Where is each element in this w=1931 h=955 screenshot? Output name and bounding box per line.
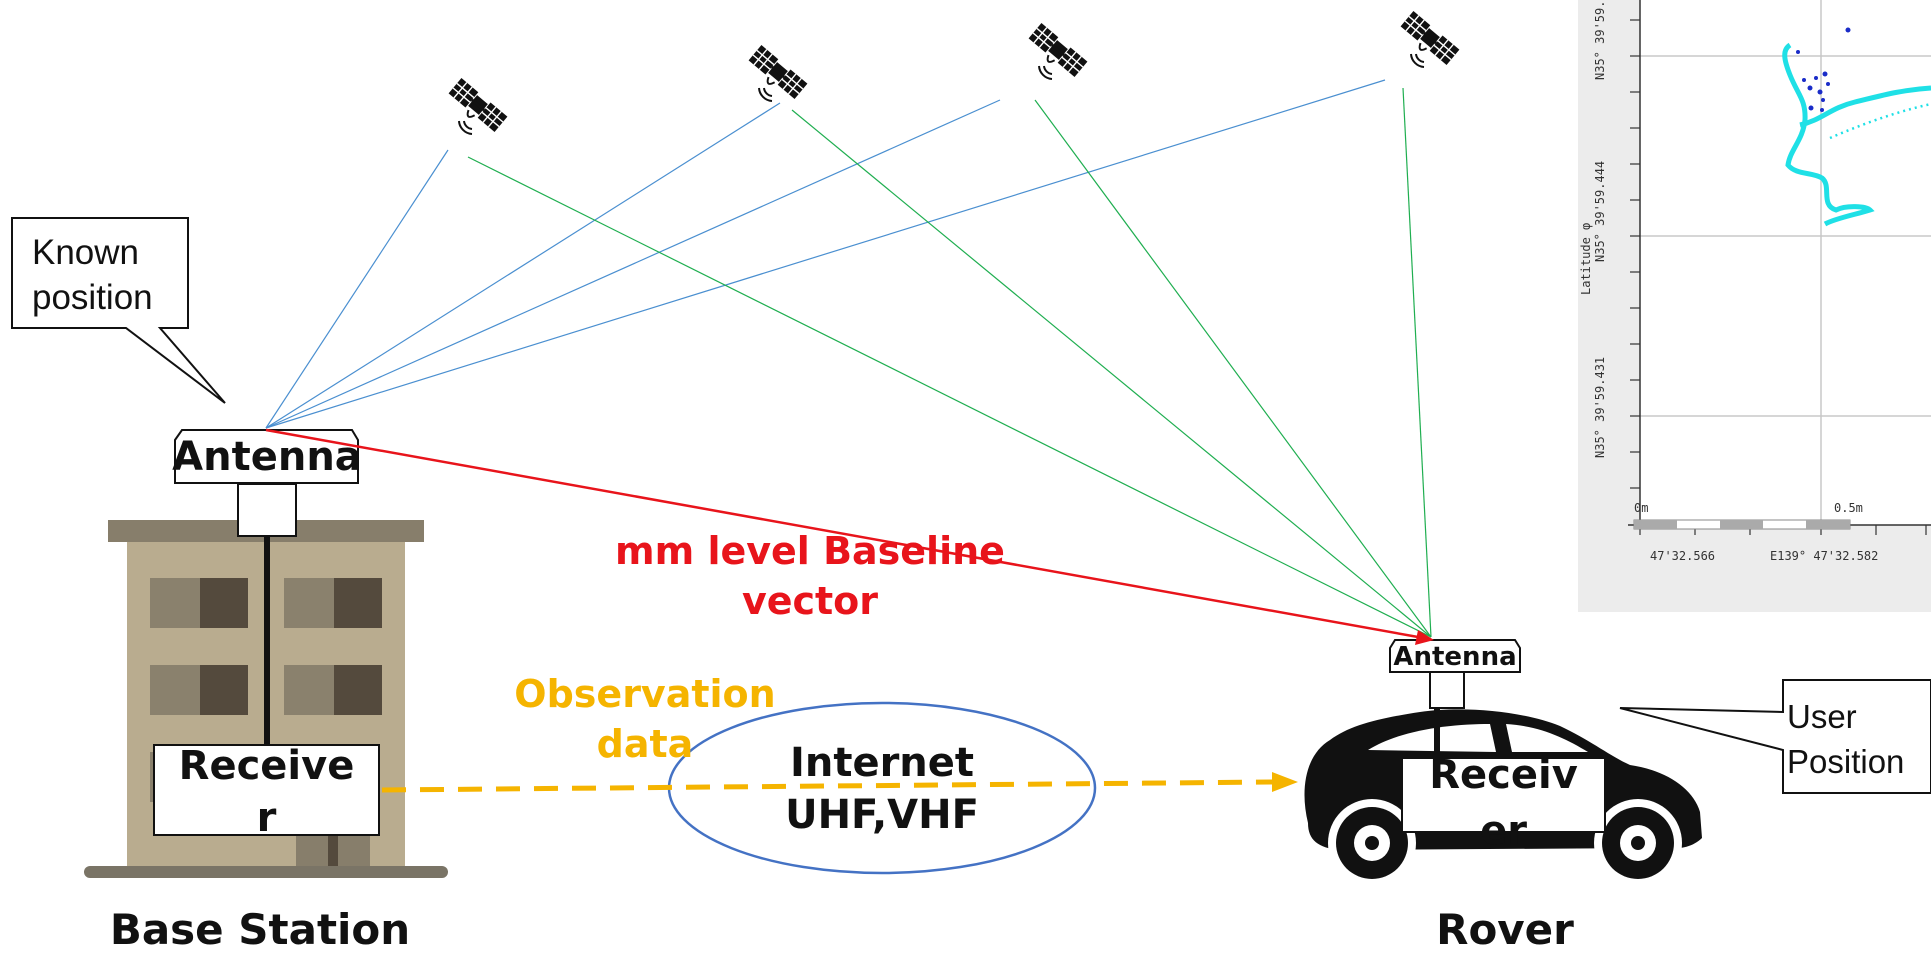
satellite-icon-2 — [743, 43, 809, 105]
baseline-vector-label: mm level Baseline vector — [615, 529, 1005, 623]
link-label: Internet UHF,VHF — [785, 740, 979, 838]
base-station-caption: Base Station — [109, 905, 411, 954]
satellite-icon-3 — [1023, 21, 1089, 83]
lat-tick-3: N35° 39'59.431 — [1593, 357, 1607, 458]
lat-axis-label: Latitude φ — [1579, 223, 1593, 295]
known-position-callout — [11, 217, 226, 404]
rover-receiver-label: Receiv er — [1429, 752, 1578, 854]
scale-bar: 0m 0.5m — [1633, 501, 1863, 530]
known-position-label: Known position — [32, 233, 153, 317]
lat-tick-1: N35° 39'59.458 — [1593, 0, 1607, 80]
rover-antenna-box — [1389, 639, 1521, 673]
svg-text:0m: 0m — [1634, 501, 1648, 515]
observation-data-label: Observation data — [514, 672, 776, 766]
rover-antenna-label: Antenna — [1393, 642, 1517, 672]
base-receiver-label: Receive r — [178, 743, 355, 841]
rover-caption: Rover — [1436, 905, 1574, 954]
baseline-vector-arrow — [265, 428, 1419, 639]
base-antenna-box — [174, 429, 359, 484]
svg-text:0.5m: 0.5m — [1834, 501, 1863, 515]
observation-data-arrow — [381, 779, 1276, 793]
lat-tick-2: N35° 39'59.444 — [1593, 161, 1607, 262]
user-position-label: User Position — [1787, 698, 1905, 780]
base-receiver-box — [153, 744, 380, 836]
rover-track — [1782, 42, 1931, 227]
base-antenna-mast — [237, 483, 297, 537]
satellite-icon-1 — [443, 76, 509, 138]
lon-tick-1: 47'32.566 — [1650, 549, 1715, 563]
position-plot-inset: N35° 39'59.458 N35° 39'59.444 N35° 39'59… — [1578, 0, 1931, 612]
rover-antenna-mast — [1429, 671, 1465, 709]
base-antenna-label: Antenna — [172, 434, 362, 480]
rover-receiver-box — [1401, 757, 1606, 833]
satellite-icon-4 — [1395, 9, 1461, 71]
signal-rays — [265, 79, 1432, 638]
lon-tick-2: E139° 47'32.582 — [1770, 549, 1878, 563]
user-position-callout — [1619, 679, 1931, 794]
